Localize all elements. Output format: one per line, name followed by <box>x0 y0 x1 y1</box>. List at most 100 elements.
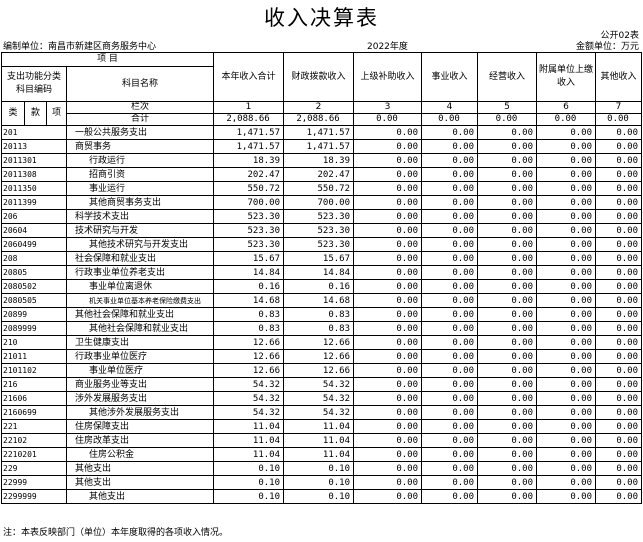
year-label: 2022年度 <box>367 42 408 52</box>
amount-cell: 14.84 <box>283 265 354 280</box>
amount-cell: 0.00 <box>353 251 422 266</box>
amount-cell: 54.32 <box>283 377 354 392</box>
amount-cell: 11.04 <box>213 419 284 434</box>
amount-cell: 0.10 <box>213 489 284 504</box>
amount-cell: 0.00 <box>477 265 537 280</box>
amount-cell: 0.00 <box>595 377 642 392</box>
amount-cell: 14.68 <box>283 293 354 308</box>
subject-name-cell: 其他商贸事务支出 <box>66 195 214 210</box>
amount-cell: 0.00 <box>536 307 596 322</box>
amount-cell: 0.83 <box>213 307 284 322</box>
amount-cell: 0.00 <box>536 237 596 252</box>
subject-name-cell: 其他技术研究与开发支出 <box>66 237 214 252</box>
amount-cell: 0.00 <box>595 279 642 294</box>
amount-cell: 0.00 <box>477 419 537 434</box>
amount-cell: 0.00 <box>536 335 596 350</box>
subject-name-cell: 事业运行 <box>66 181 214 196</box>
amount-cell: 0.00 <box>421 195 478 210</box>
amount-cell: 18.39 <box>213 153 284 168</box>
amount-cell: 0.00 <box>536 349 596 364</box>
func-code-cell: 206 <box>1 209 67 224</box>
amount-cell: 0.00 <box>421 391 478 406</box>
amount-cell: 0.00 <box>421 447 478 462</box>
amount-cell: 0.00 <box>353 363 422 378</box>
amount-cell: 0.00 <box>536 251 596 266</box>
amount-cell: 0.00 <box>353 195 422 210</box>
subject-name-cell: 其他涉外发展服务支出 <box>66 405 214 420</box>
amount-cell: 0.00 <box>353 223 422 238</box>
amount-cell: 0.00 <box>421 293 478 308</box>
func-code-cell: 2011350 <box>1 181 67 196</box>
amount-cell: 0.00 <box>536 363 596 378</box>
amount-cell: 0.00 <box>536 167 596 182</box>
amount-cell: 0.00 <box>595 475 642 490</box>
amount-cell: 0.00 <box>536 391 596 406</box>
amount-cell: 0.10 <box>213 461 284 476</box>
amount-cell: 1,471.57 <box>283 139 354 154</box>
amount-cell: 0.00 <box>477 125 537 140</box>
amount-cell: 0.00 <box>477 279 537 294</box>
func-code-cell: 2210201 <box>1 447 67 462</box>
amount-cell: 0.00 <box>536 195 596 210</box>
amount-cell: 0.00 <box>353 475 422 490</box>
col-num-4: 4 <box>421 101 478 114</box>
amount-cell: 0.00 <box>353 321 422 336</box>
amount-cell: 0.00 <box>595 251 642 266</box>
subject-name-cell: 商业服务业等支出 <box>66 377 214 392</box>
amount-cell: 0.00 <box>353 139 422 154</box>
unit-label: 编制单位：南昌市新建区商务服务中心 <box>3 42 157 52</box>
subject-name-cell: 其他支出 <box>66 489 214 504</box>
func-code-cell: 20899 <box>1 307 67 322</box>
amount-cell: 0.00 <box>353 349 422 364</box>
col-num-6: 6 <box>536 101 596 114</box>
subject-name-cell: 机关事业单位基本养老保险缴费支出 <box>66 293 214 308</box>
amount-cell: 0.00 <box>477 489 537 504</box>
func-code-cell: 2011301 <box>1 153 67 168</box>
amount-cell: 1,471.57 <box>213 139 284 154</box>
amount-cell: 0.00 <box>353 181 422 196</box>
amount-cell: 0.00 <box>477 307 537 322</box>
subject-name-cell: 商贸事务 <box>66 139 214 154</box>
amount-cell: 0.00 <box>595 321 642 336</box>
amount-cell: 14.84 <box>213 265 284 280</box>
amount-cell: 0.00 <box>595 265 642 280</box>
amount-cell: 12.66 <box>283 363 354 378</box>
func-code-cell: 2060499 <box>1 237 67 252</box>
amount-cell: 0.00 <box>353 419 422 434</box>
total-label: 合计 <box>66 113 214 126</box>
col-header-6: 附属单位上缴收入 <box>536 52 596 102</box>
amount-cell: 11.04 <box>213 447 284 462</box>
amount-cell: 0.00 <box>477 237 537 252</box>
amount-cell: 0.00 <box>536 181 596 196</box>
amount-cell: 12.66 <box>213 363 284 378</box>
amount-cell: 0.10 <box>283 475 354 490</box>
subject-name-cell: 其他社会保障和就业支出 <box>66 321 214 336</box>
subject-name-cell: 招商引资 <box>66 167 214 182</box>
amount-cell: 0.00 <box>353 447 422 462</box>
amount-cell: 0.00 <box>421 461 478 476</box>
amount-cell: 0.00 <box>421 265 478 280</box>
amount-cell: 0.00 <box>595 391 642 406</box>
amount-cell: 0.00 <box>595 139 642 154</box>
col-header-5: 经营收入 <box>477 52 537 102</box>
func-code-cell: 21011 <box>1 349 67 364</box>
amount-cell: 0.00 <box>477 209 537 224</box>
amount-cell: 0.00 <box>477 321 537 336</box>
amount-cell: 0.00 <box>477 153 537 168</box>
xiang-header: 项 <box>46 101 67 126</box>
total-cell: 0.00 <box>421 113 478 126</box>
func-code-cell: 20805 <box>1 265 67 280</box>
func-code-cell: 210 <box>1 335 67 350</box>
amount-cell: 0.00 <box>421 153 478 168</box>
amount-cell: 12.66 <box>283 349 354 364</box>
amount-cell: 0.00 <box>353 279 422 294</box>
